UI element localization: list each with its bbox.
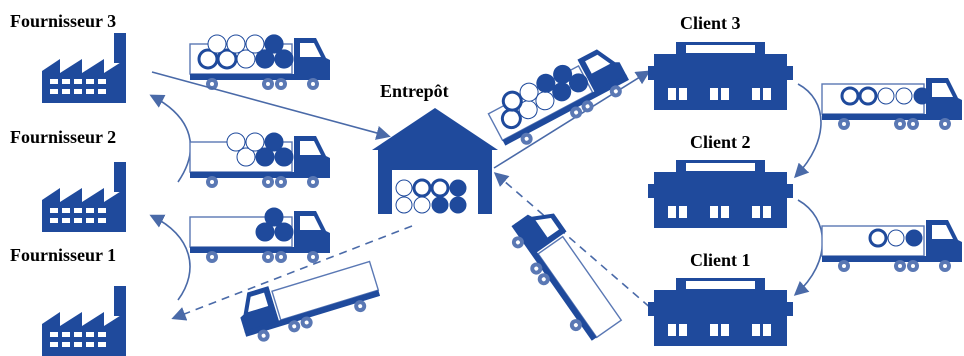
supplier-2-label: Fournisseur 2	[10, 127, 116, 147]
client-2-label: Client 2	[690, 132, 751, 152]
warehouse-label: Entrepôt	[380, 81, 449, 101]
supplier-truck-bottom-icon	[189, 207, 331, 264]
empty-truck-from-client-icon	[502, 201, 627, 348]
empty-truck-to-supplier-icon	[233, 255, 384, 348]
delivery-truck-to-client-3-icon	[484, 42, 635, 156]
supplier-3-factory-icon	[42, 33, 126, 103]
client-2-store-icon	[648, 160, 793, 228]
supplier-truck-middle-icon	[189, 132, 331, 189]
warehouse-to-supplier-return-arrow	[171, 225, 413, 321]
supplier-1-to-2-arrow	[149, 214, 191, 301]
supplier-2-factory-icon	[42, 162, 126, 232]
client-to-warehouse-arrow	[493, 70, 651, 169]
supplier-2-to-3-arrow	[149, 94, 192, 183]
warehouse-icon	[372, 108, 498, 214]
client-truck-upper-icon	[821, 77, 963, 131]
client-truck-lower-icon	[821, 219, 963, 273]
client-3-to-2-arrow	[794, 83, 822, 179]
client-1-label: Client 1	[690, 250, 751, 270]
client-1-store-icon	[648, 278, 793, 346]
client-3-store-icon	[648, 42, 793, 110]
client-3-label: Client 3	[680, 13, 741, 33]
supplier-truck-top-icon	[189, 34, 331, 91]
client-2-to-1-arrow	[793, 199, 824, 296]
supplier-3-label: Fournisseur 3	[10, 11, 116, 31]
supplier-to-warehouse-arrow	[151, 71, 391, 140]
supplier-1-label: Fournisseur 1	[10, 245, 116, 265]
supplier-1-factory-icon	[42, 286, 126, 356]
